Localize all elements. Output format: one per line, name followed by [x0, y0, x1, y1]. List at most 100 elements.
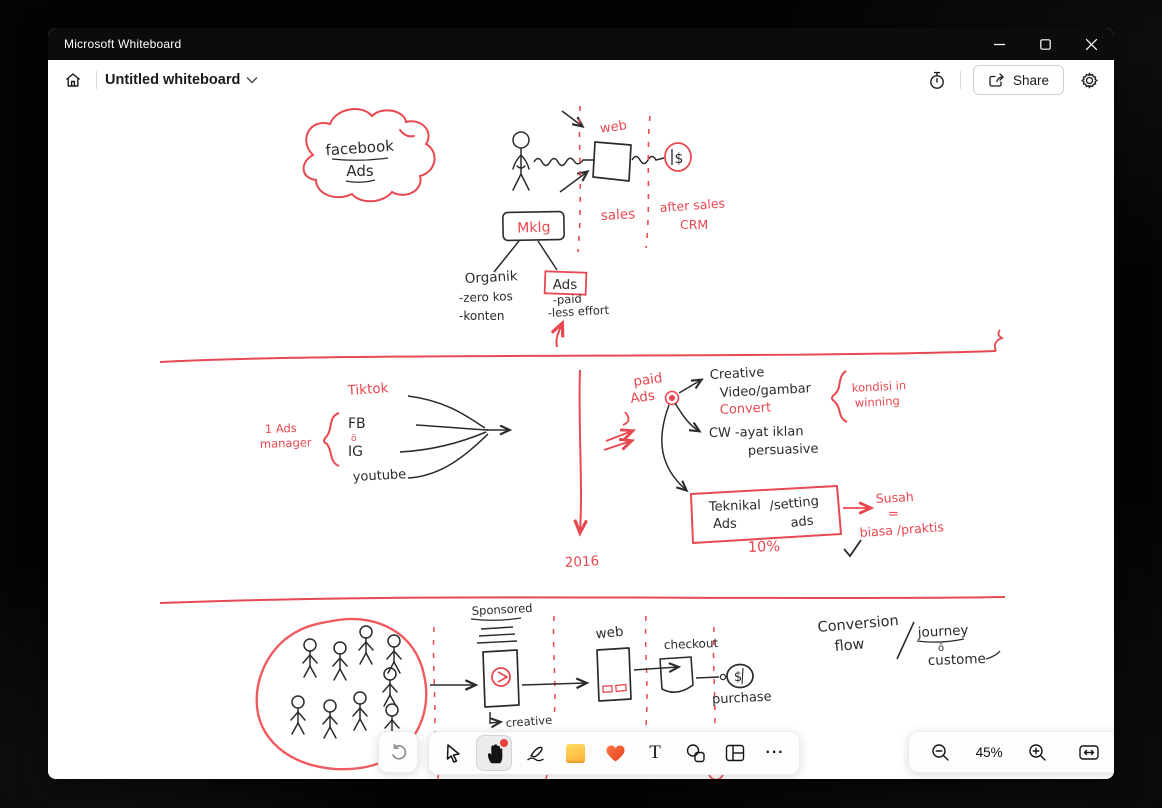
undo-icon [392, 743, 407, 760]
section-divider-1[interactable] [159, 350, 997, 363]
ads-manager-label-1: 1 Ads [265, 421, 297, 436]
creative-note-arrow[interactable] [489, 712, 500, 723]
select-tool[interactable] [436, 736, 470, 770]
header: Untitled whiteboard Share [48, 60, 1114, 101]
zoom-out-button[interactable] [924, 735, 958, 769]
more-icon: ··· [765, 744, 785, 761]
reaction-tool[interactable] [598, 736, 632, 770]
pan-tool[interactable] [476, 735, 512, 771]
fb-ig-o: ō [351, 434, 357, 444]
purchase-money-circle[interactable]: $ [726, 663, 754, 689]
customer-stick-figure[interactable] [512, 131, 530, 191]
settings-button[interactable] [1074, 65, 1104, 95]
undo-button[interactable] [381, 735, 415, 769]
branch-ads[interactable] [537, 240, 558, 271]
red-hook[interactable] [622, 411, 630, 426]
pen-icon [526, 746, 544, 762]
paid-ads-1: paid [632, 370, 663, 390]
zoom-in-button[interactable] [1020, 735, 1054, 769]
video-gambar-label: Video/gambar [719, 381, 812, 401]
squiggle-web-to-money[interactable] [631, 155, 665, 165]
web-box-top[interactable] [592, 141, 632, 182]
sponsored-label: Sponsored [471, 601, 532, 618]
organik-item-1: -zero kos [459, 289, 513, 305]
maximize-button[interactable] [1022, 28, 1068, 60]
ads-manager-label-2: manager [260, 435, 312, 451]
checkout-label: checkout [664, 636, 719, 652]
teknikal-box[interactable]: Teknikal Ads /setting ads [690, 485, 842, 544]
dashed-divider-sales[interactable] [577, 105, 582, 253]
paid-ads-2: Ads [629, 388, 656, 407]
ads-manager-brace[interactable] [323, 412, 340, 467]
paid-ads-node-dot[interactable] [664, 390, 680, 406]
journey-o: ō [938, 643, 944, 654]
zoom-level[interactable]: 45% [975, 744, 1003, 760]
undo-toolbar [378, 731, 418, 773]
board-title[interactable]: Untitled whiteboard [105, 72, 241, 88]
maximize-icon [1039, 38, 1051, 50]
templates-tool[interactable] [718, 736, 752, 770]
biasa-label: biasa /praktis [859, 519, 944, 540]
ten-percent-label: 10% [748, 539, 781, 556]
checkout-shape[interactable] [659, 656, 694, 693]
arrow-to-creative[interactable] [678, 380, 701, 394]
close-button[interactable] [1068, 28, 1114, 60]
equals-label: = [888, 507, 899, 522]
bottom-dashed-dividers[interactable] [432, 615, 716, 748]
squiggle-person-to-web[interactable] [533, 157, 594, 167]
custome-label: custome [928, 651, 987, 669]
arrow-checkout-to-purchase[interactable] [695, 673, 727, 681]
mktg-box[interactable]: MkIg [502, 210, 565, 242]
hand-icon [487, 743, 502, 763]
curve-to-cw[interactable] [674, 402, 699, 431]
text-tool[interactable]: T [638, 736, 672, 770]
more-tools-button[interactable]: ··· [758, 736, 792, 770]
fit-to-screen-button[interactable] [1072, 735, 1106, 769]
setting-label-1: /setting [769, 494, 820, 514]
sponsored-ad-phone[interactable] [482, 649, 520, 708]
audience-circle[interactable] [255, 617, 428, 771]
web-label-top: web [599, 118, 628, 137]
purchase-label: purchase [712, 689, 772, 707]
sticky-note-tool[interactable] [558, 736, 592, 770]
cloud-label-1: facebook [325, 137, 395, 160]
branch-organik[interactable] [493, 240, 520, 273]
dashed-divider-aftersales[interactable] [645, 115, 651, 249]
shapes-tool[interactable] [678, 736, 712, 770]
arrow-ad-to-web[interactable] [521, 683, 586, 685]
kondisi-brace[interactable] [831, 370, 848, 423]
section-divider-2[interactable] [159, 596, 1006, 604]
minimize-button[interactable] [976, 28, 1022, 60]
whiteboard-canvas[interactable]: facebook Ads web $ sales after sales CRM [48, 100, 1114, 779]
zoom-toolbar: 45% [908, 731, 1114, 773]
web-phone[interactable] [596, 647, 632, 702]
creative-note-label: creative [505, 713, 552, 730]
audience-stick-figures[interactable] [290, 625, 402, 743]
arrow-web-to-checkout[interactable] [633, 667, 678, 670]
aftersales-dollar: $ [675, 151, 684, 167]
ads-box[interactable]: Ads [543, 270, 588, 296]
ink-pen-tool[interactable] [518, 736, 552, 770]
youtube-label: youtube [352, 467, 406, 485]
timer-icon [930, 71, 944, 89]
timer-button[interactable] [922, 65, 952, 95]
facebook-ads-cloud[interactable] [302, 108, 436, 203]
close-icon [1085, 38, 1097, 50]
arrow-into-web-top[interactable] [561, 110, 582, 126]
arrow-up-red[interactable] [556, 324, 562, 348]
share-button[interactable]: Share [972, 65, 1064, 95]
kondisi-label-2: winning [854, 394, 900, 410]
checkmark[interactable] [843, 539, 862, 558]
app-title: Microsoft Whiteboard [64, 37, 182, 51]
timeline-arrow[interactable] [580, 369, 581, 532]
chevron-down-icon[interactable] [246, 76, 258, 84]
arrow-into-web-bottom[interactable] [559, 172, 587, 193]
after-sales-money-circle[interactable]: $ [664, 142, 692, 172]
red-burst-arrows[interactable] [603, 431, 632, 451]
curve-to-teknikal[interactable] [661, 404, 686, 490]
header-divider-2 [959, 71, 961, 89]
whiteboard-window: Microsoft Whiteboard Untitled whiteboard [48, 28, 1114, 779]
funnel-curves[interactable] [399, 395, 509, 479]
divider-1-curl[interactable] [993, 329, 1005, 352]
home-button[interactable] [58, 65, 88, 95]
